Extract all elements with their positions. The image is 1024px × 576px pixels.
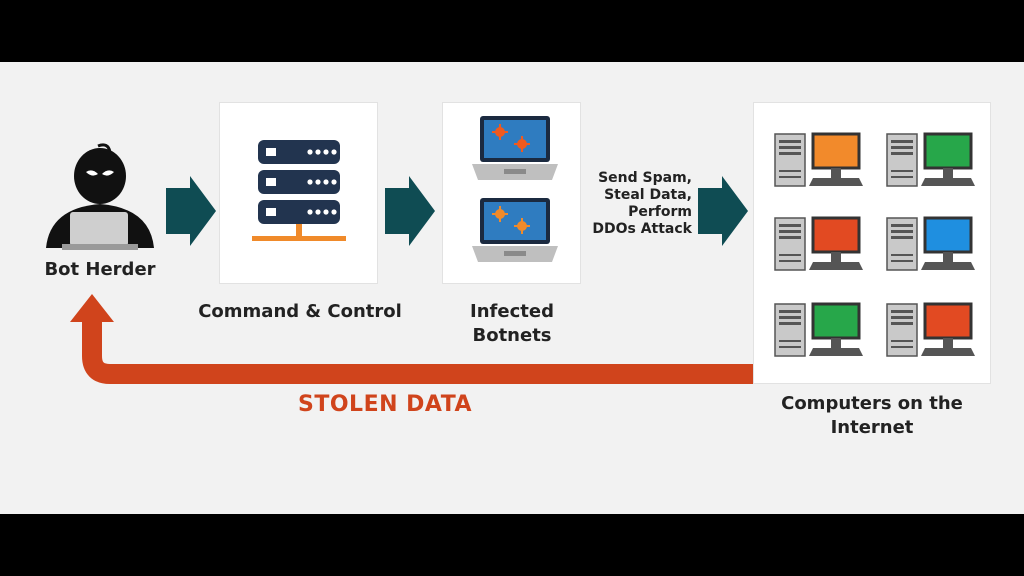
letterbox-top bbox=[0, 0, 1024, 62]
desktop-computer-icon bbox=[774, 132, 863, 187]
attack-action-line: Perform bbox=[628, 204, 692, 220]
bot-herder-label: Bot Herder bbox=[44, 259, 156, 280]
infected-botnets-label-2: Botnets bbox=[472, 325, 552, 346]
desktop-computer-icon bbox=[886, 216, 975, 271]
attack-action-line: DDOs Attack bbox=[592, 221, 692, 237]
hacker-icon bbox=[46, 143, 154, 250]
infected-botnets-label-1: Infected bbox=[470, 301, 554, 322]
stolen-data-label: STOLEN DATA bbox=[298, 392, 473, 417]
attack-action-line: Steal Data, bbox=[604, 187, 692, 203]
computers-internet-label-2: Internet bbox=[830, 417, 914, 438]
desktop-computers-grid bbox=[774, 132, 975, 357]
desktop-computer-icon bbox=[886, 302, 975, 357]
attack-action-line: Send Spam, bbox=[598, 170, 692, 186]
desktop-computer-icon bbox=[886, 132, 975, 187]
desktop-computer-icon bbox=[774, 216, 863, 271]
desktop-computer-icon bbox=[774, 302, 863, 357]
computers-internet-label-1: Computers on the bbox=[781, 393, 963, 414]
flow-arrow-1 bbox=[166, 176, 216, 246]
letterbox-bottom bbox=[0, 514, 1024, 576]
infected-laptop-icon bbox=[472, 116, 558, 180]
flow-arrow-3 bbox=[698, 176, 748, 246]
attack-actions-text: Send Spam, Steal Data, Perform DDOs Atta… bbox=[584, 170, 692, 238]
infected-laptop-icon bbox=[472, 198, 558, 262]
server-rack-icon bbox=[252, 140, 346, 241]
command-control-label: Command & Control bbox=[198, 301, 402, 322]
flow-arrow-2 bbox=[385, 176, 435, 246]
